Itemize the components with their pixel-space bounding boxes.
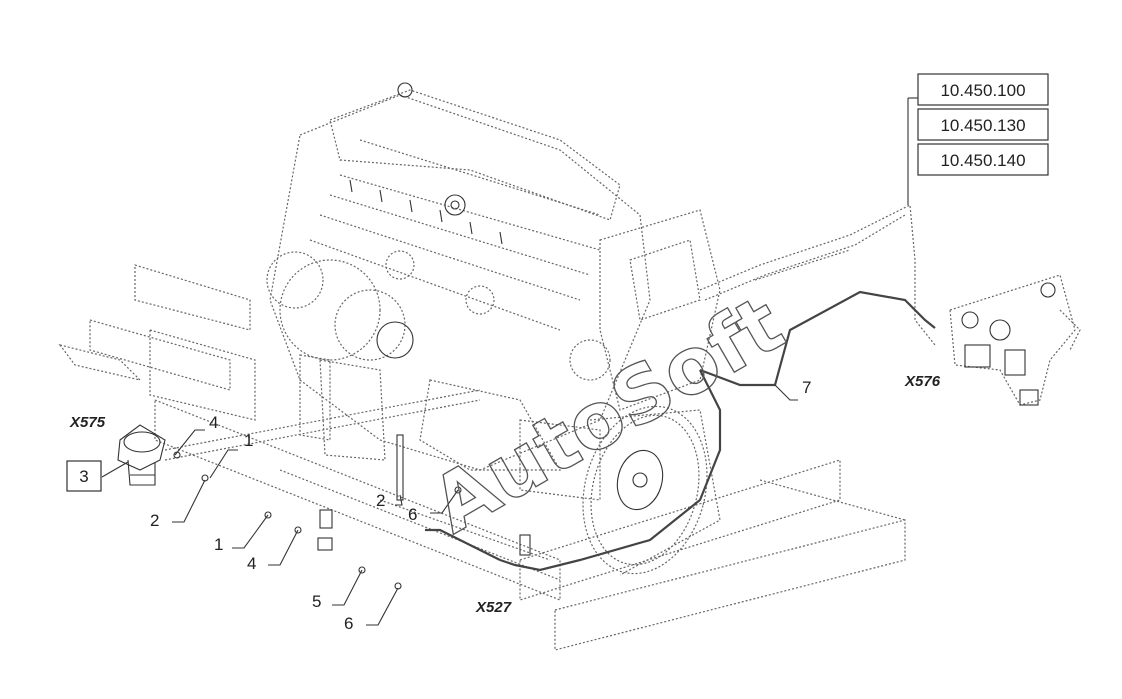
callout-2-mid: 2 <box>376 491 385 510</box>
reference-number-3[interactable]: 10.450.140 <box>940 151 1025 170</box>
callout-6-mid: 6 <box>408 505 417 524</box>
connector-label-x575: X575 <box>69 414 106 431</box>
callout-1-top: 1 <box>244 431 253 450</box>
reference-number-1[interactable]: 10.450.100 <box>940 81 1025 100</box>
x575-connector <box>117 389 481 486</box>
callout-2-left: 2 <box>150 511 159 530</box>
watermark-text: AutoSoft <box>417 279 798 551</box>
engine-block <box>266 82 721 501</box>
x576-component <box>949 274 1081 406</box>
connector-label-x576: X576 <box>904 373 941 390</box>
callout-4-top: 4 <box>209 413 218 432</box>
harness-upper <box>699 97 936 346</box>
hardware-parts <box>173 434 462 590</box>
callout-4-bottom: 4 <box>247 554 256 573</box>
callout-1-bottom: 1 <box>214 535 223 554</box>
leader-lines <box>101 384 798 626</box>
callout-6-bottom: 6 <box>344 614 353 633</box>
reference-number-2[interactable]: 10.450.130 <box>940 116 1025 135</box>
callout-3-boxed: 3 <box>79 467 88 486</box>
cable-7 <box>425 290 936 572</box>
connector-label-x527: X527 <box>475 599 512 616</box>
callout-7: 7 <box>802 378 811 397</box>
callout-5: 5 <box>312 592 321 611</box>
chassis-frame <box>58 264 906 651</box>
reference-boxes: 10.450.100 10.450.130 10.450.140 <box>917 73 1049 176</box>
